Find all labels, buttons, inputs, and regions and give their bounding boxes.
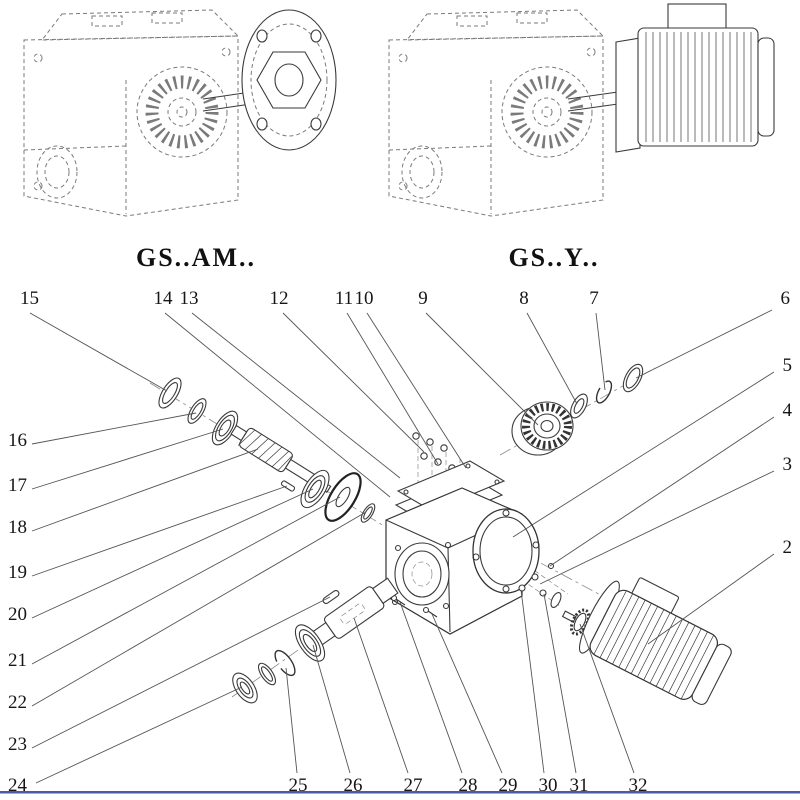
callout-32: 32 xyxy=(629,775,648,796)
part-flange-ring xyxy=(472,508,540,594)
callout-13: 13 xyxy=(180,288,199,309)
gearbox-motor-drawing xyxy=(388,3,775,217)
part-key-pin xyxy=(280,480,296,492)
callout-17: 17 xyxy=(8,475,27,496)
part-o-ring-small xyxy=(360,503,376,523)
motor-fins xyxy=(593,590,715,700)
leader-line-26 xyxy=(312,644,351,774)
part-output-ring xyxy=(257,662,277,686)
callout-4: 4 xyxy=(783,400,793,421)
callout-31: 31 xyxy=(570,775,589,796)
callout-12: 12 xyxy=(270,288,289,309)
leader-line-29 xyxy=(431,613,503,774)
part-gear-washer xyxy=(570,393,588,419)
part-retaining-ring xyxy=(187,398,207,424)
callout-25: 25 xyxy=(289,775,308,796)
callout-6: 6 xyxy=(781,288,791,309)
callout-8: 8 xyxy=(519,288,529,309)
part-output-circlip xyxy=(274,649,296,677)
callout-15: 15 xyxy=(20,288,39,309)
leader-line-15 xyxy=(29,312,168,392)
callout-27: 27 xyxy=(404,775,423,796)
part-bearing-rear xyxy=(300,469,330,509)
gearbox-flange-drawing xyxy=(23,9,337,217)
part-end-disc xyxy=(324,472,362,522)
callout-28: 28 xyxy=(459,775,478,796)
leader-line-9 xyxy=(425,312,539,426)
leader-line-17 xyxy=(31,428,224,490)
callout-21: 21 xyxy=(8,650,27,671)
leader-line-22 xyxy=(31,511,367,707)
callout-11: 11 xyxy=(335,288,353,309)
callout-3: 3 xyxy=(783,454,793,475)
callout-10: 10 xyxy=(355,288,374,309)
part-ring-gear xyxy=(622,363,644,393)
callout-23: 23 xyxy=(8,734,27,755)
leader-line-3 xyxy=(539,470,775,585)
leader-line-24 xyxy=(35,686,243,784)
callout-2: 2 xyxy=(783,537,793,558)
leader-line-19 xyxy=(31,485,288,577)
leader-line-25 xyxy=(285,667,298,774)
leader-line-2 xyxy=(647,553,775,645)
callout-20: 20 xyxy=(8,604,27,625)
leader-line-21 xyxy=(31,496,341,665)
footer-line xyxy=(0,791,800,794)
part-motor-bolts xyxy=(518,562,562,608)
callout-30: 30 xyxy=(539,775,558,796)
part-circlip-gear xyxy=(595,380,613,404)
leader-line-18 xyxy=(31,448,259,532)
callout-19: 19 xyxy=(8,562,27,583)
callout-16: 16 xyxy=(8,430,27,451)
leader-line-31 xyxy=(543,593,577,774)
leader-line-8 xyxy=(526,312,578,405)
part-motor xyxy=(579,577,732,705)
callout-26: 26 xyxy=(344,775,363,796)
part-output-seal xyxy=(232,672,258,704)
leader-line-7 xyxy=(595,312,606,391)
leader-line-11 xyxy=(346,312,439,465)
leader-line-27 xyxy=(353,617,409,774)
callout-29: 29 xyxy=(499,775,518,796)
leader-line-20 xyxy=(31,488,314,619)
caption-gs-y: GS..Y.. xyxy=(508,243,599,272)
callout-9: 9 xyxy=(418,288,428,309)
leader-line-12 xyxy=(282,312,425,453)
leader-line-6 xyxy=(635,309,773,379)
leader-line-23 xyxy=(31,596,331,749)
leader-line-30 xyxy=(520,589,545,774)
leader-line-13 xyxy=(191,312,401,479)
leader-line-4 xyxy=(549,416,775,567)
part-bearing-front xyxy=(211,410,239,446)
caption-gs-am: GS..AM.. xyxy=(136,243,256,272)
callout-24: 24 xyxy=(8,775,28,796)
motor-fins xyxy=(645,32,752,142)
callout-5: 5 xyxy=(783,355,793,376)
gear-bore-hatch xyxy=(510,75,584,149)
callout-14: 14 xyxy=(154,288,174,309)
leader-line-14 xyxy=(164,312,391,498)
callout-22: 22 xyxy=(8,692,27,713)
output-flange xyxy=(241,9,337,151)
part-helical-gear xyxy=(511,401,574,456)
part-output-bearing xyxy=(294,624,326,662)
callout-18: 18 xyxy=(8,517,27,538)
part-output-key xyxy=(322,590,340,604)
part-cover-screws xyxy=(412,432,456,472)
leader-line-28 xyxy=(399,601,463,774)
motor xyxy=(615,3,775,153)
leader-line-16 xyxy=(31,412,197,445)
leader-line-10 xyxy=(366,312,467,469)
part-cover-plate xyxy=(396,460,506,512)
gear-bore-hatch xyxy=(145,75,219,149)
part-output-shaft xyxy=(307,577,399,650)
callout-7: 7 xyxy=(589,288,599,309)
leader-line-32 xyxy=(579,623,635,774)
exploded-view xyxy=(149,363,732,705)
leader-line-5 xyxy=(512,371,775,538)
part-shaft-seal xyxy=(158,377,182,409)
